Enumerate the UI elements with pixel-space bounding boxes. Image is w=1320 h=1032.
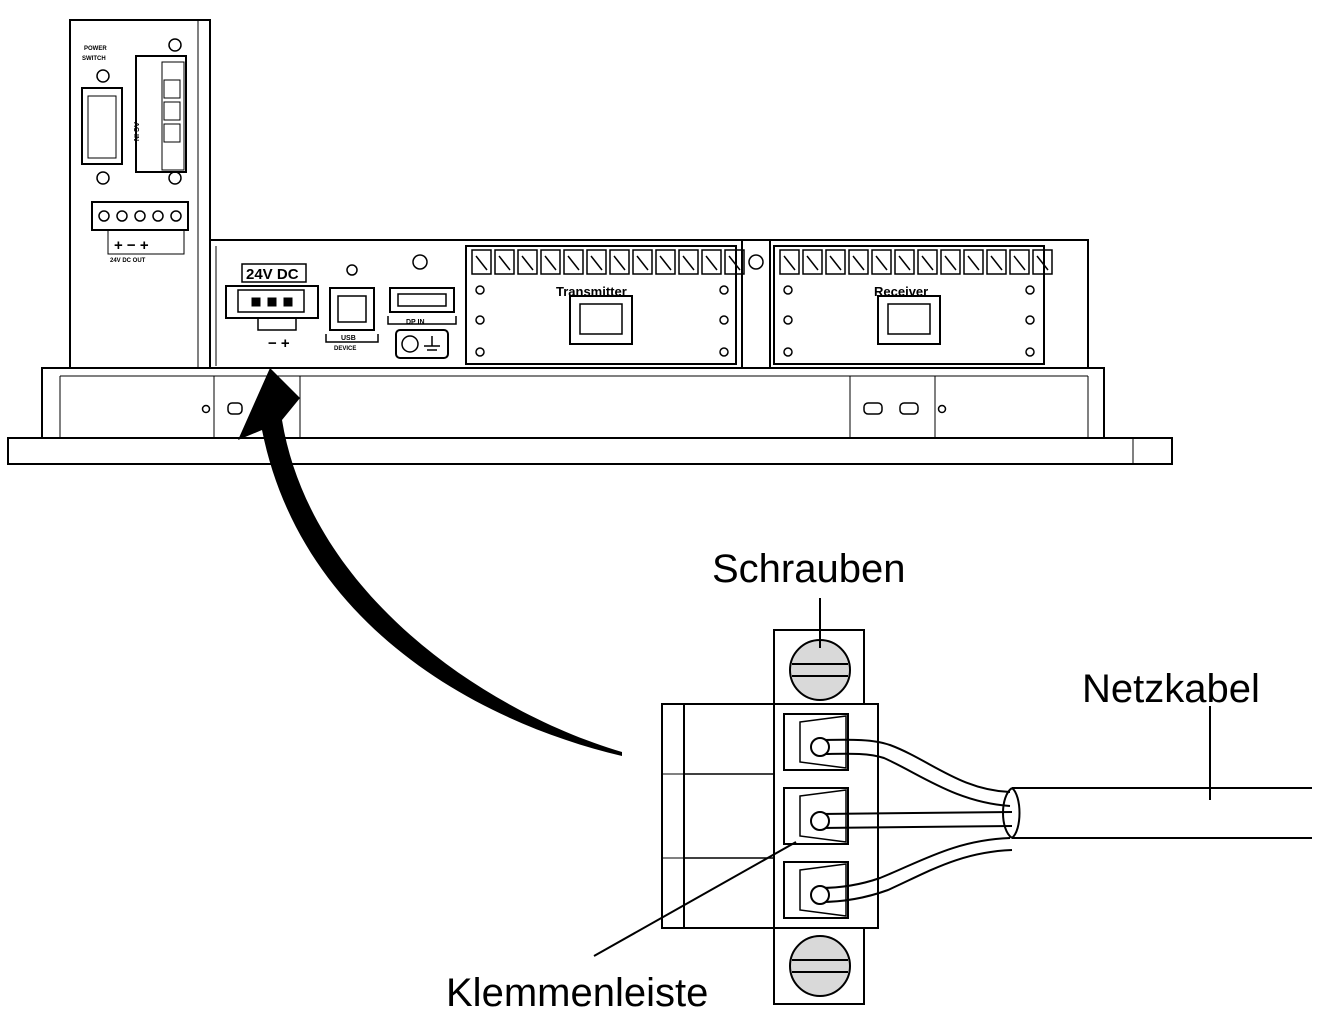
terminal-block-label: Klemmenleiste — [446, 971, 708, 1015]
ac-in-label: AC IN — [132, 122, 139, 141]
vent-fin — [655, 249, 676, 275]
vent-fin-slot — [829, 255, 842, 271]
vent-fin-slot — [590, 255, 603, 271]
vent-fin — [517, 249, 538, 275]
vent-fin — [540, 249, 561, 275]
dc-in-symbols: − + — [268, 335, 290, 352]
vent-fin-slot — [783, 255, 796, 271]
vent-fin — [802, 249, 823, 275]
dc-out-symbols: + − + — [114, 237, 149, 254]
vent-fin — [678, 249, 699, 275]
dc-in-label-frame — [241, 263, 307, 283]
usb-label-2: DEVICE — [334, 346, 356, 352]
vent-fin-slot — [1036, 255, 1049, 271]
vent-fin — [986, 249, 1007, 275]
vent-fin — [494, 249, 515, 275]
vent-fin — [471, 249, 492, 275]
dc-out-label: 24V DC OUT — [110, 258, 146, 264]
vent-fin-slot — [567, 255, 580, 271]
power-cable-label: Netzkabel — [1082, 667, 1260, 711]
device-labels: POWER SWITCH AC IN + − + 24V DC OUT 24V … — [82, 46, 928, 352]
vent-fin-slot — [967, 255, 980, 271]
power-cable-wires — [810, 737, 1013, 905]
vent-fin-slot — [990, 255, 1003, 271]
dc-in-label: 24V DC — [246, 266, 299, 283]
vent-fin-slot — [475, 255, 488, 271]
receiver-label: Receiver — [874, 284, 928, 299]
vent-fin — [632, 249, 653, 275]
screw-icon — [789, 639, 851, 701]
vent-fin-slot — [521, 255, 534, 271]
curved-arrow-icon — [238, 368, 622, 756]
vent-fin-slot — [728, 255, 741, 271]
vent-fin — [701, 249, 722, 275]
device-rear-view — [7, 19, 1173, 465]
vent-fin-slot — [682, 255, 695, 271]
vent-fin — [825, 249, 846, 275]
screws-label: Schrauben — [712, 547, 905, 591]
transmitter-label: Transmitter — [556, 284, 627, 299]
vent-fin-slot — [806, 255, 819, 271]
dp-in-label: DP IN — [406, 319, 425, 326]
vent-fin-slot — [921, 255, 934, 271]
ground-icon — [424, 336, 440, 351]
vent-fin-slot — [944, 255, 957, 271]
vent-fin — [963, 249, 984, 275]
vent-fin — [779, 249, 800, 275]
vent-fin-slot — [498, 255, 511, 271]
vent-fin — [586, 249, 607, 275]
vent-fin — [917, 249, 938, 275]
heatsink-fins — [471, 249, 1053, 275]
power-cable — [1002, 787, 1312, 839]
vent-fin-slot — [659, 255, 672, 271]
vent-fin — [724, 249, 745, 275]
vent-fin-slot — [705, 255, 718, 271]
vent-fin-slot — [1013, 255, 1026, 271]
vent-fin — [848, 249, 869, 275]
vent-fin-slot — [613, 255, 626, 271]
vent-fin — [894, 249, 915, 275]
vent-fin-slot — [636, 255, 649, 271]
vent-fin — [563, 249, 584, 275]
vent-fin-slot — [898, 255, 911, 271]
power-switch-label-1: POWER — [84, 46, 107, 52]
vent-fin-slot — [875, 255, 888, 271]
vent-fin — [609, 249, 630, 275]
power-switch-label-2: SWITCH — [82, 56, 106, 62]
usb-label-1: USB — [341, 335, 356, 342]
vent-fin — [1009, 249, 1030, 275]
vent-fin-slot — [544, 255, 557, 271]
vent-fin-slot — [852, 255, 865, 271]
terminal-block-leader — [593, 841, 797, 957]
screw-icon — [789, 935, 851, 997]
vent-fin — [871, 249, 892, 275]
vent-fin — [940, 249, 961, 275]
vent-fin — [1032, 249, 1053, 275]
leader-lines — [593, 598, 1211, 957]
